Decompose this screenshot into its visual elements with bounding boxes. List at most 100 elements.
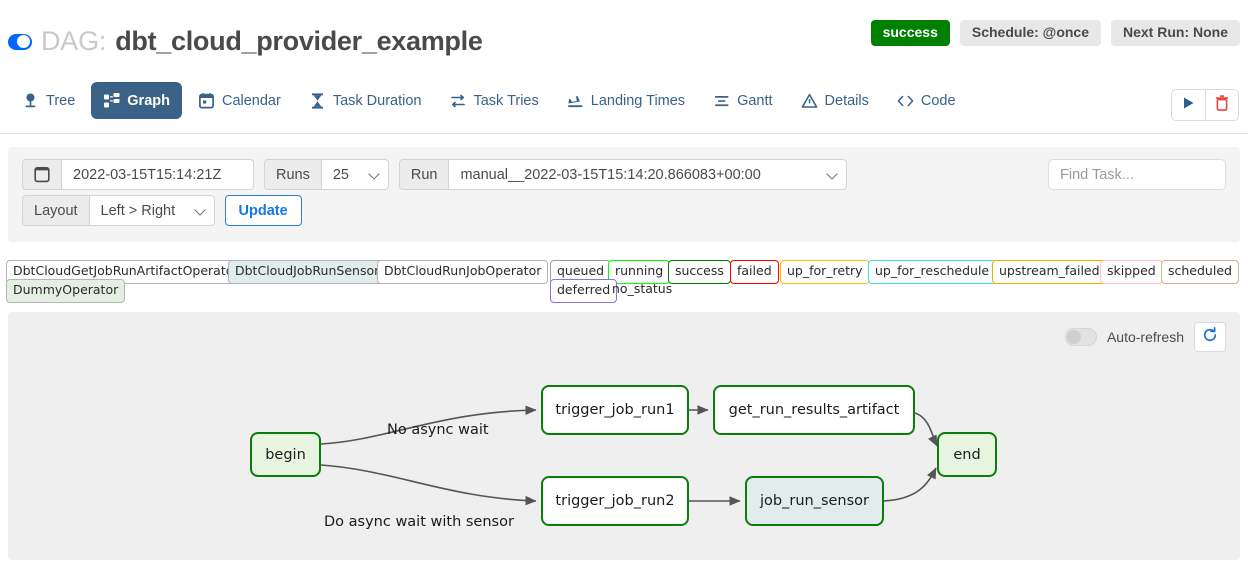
status-badge: success bbox=[870, 20, 950, 47]
runs-select[interactable]: 25 bbox=[321, 159, 389, 190]
gantt-icon bbox=[713, 92, 730, 109]
hourglass-icon bbox=[309, 92, 326, 109]
legend-status-pill: deferred bbox=[550, 279, 618, 303]
layout-value: Left > Right bbox=[100, 202, 176, 219]
dag-node-label: trigger_job_run2 bbox=[555, 493, 675, 509]
view-tabs-bar: Tree Graph Calendar Task Duration bbox=[0, 72, 1248, 134]
execution-date-input[interactable]: 2022-03-15T15:14:21Z bbox=[62, 159, 254, 190]
dag-edge-label: No async wait bbox=[387, 422, 489, 438]
dag-node-label: get_run_results_artifact bbox=[728, 402, 900, 418]
run-group: Run manual__2022-03-15T15:14:20.866083+0… bbox=[398, 159, 848, 190]
tab-graph[interactable]: Graph bbox=[91, 82, 182, 119]
tab-gantt[interactable]: Gantt bbox=[701, 82, 784, 119]
update-button[interactable]: Update bbox=[224, 195, 302, 226]
tab-label: Landing Times bbox=[590, 92, 686, 109]
run-label: Run bbox=[398, 159, 450, 190]
tab-calendar[interactable]: Calendar bbox=[186, 82, 293, 119]
dag-node-job-run-sensor[interactable]: job_run_sensor bbox=[745, 476, 884, 526]
chevron-down-icon bbox=[193, 203, 206, 216]
tab-tree[interactable]: Tree bbox=[10, 82, 87, 119]
tab-details[interactable]: Details bbox=[789, 82, 881, 119]
dag-edge-label: Do async wait with sensor bbox=[324, 514, 514, 530]
dag-paused-toggle[interactable] bbox=[8, 33, 32, 50]
header-badges: success Schedule: @once Next Run: None bbox=[870, 20, 1240, 47]
tab-label: Task Tries bbox=[473, 92, 539, 109]
runs-group: Runs 25 bbox=[264, 159, 389, 190]
dag-node-trigger-job-run1[interactable]: trigger_job_run1 bbox=[541, 385, 689, 435]
execution-date-group: 2022-03-15T15:14:21Z bbox=[22, 159, 254, 190]
trash-icon bbox=[1215, 94, 1229, 116]
find-task-input[interactable]: Find Task... bbox=[1048, 159, 1226, 190]
tab-landing-times[interactable]: Landing Times bbox=[555, 82, 697, 119]
auto-refresh-controls: Auto-refresh bbox=[1064, 322, 1226, 352]
tab-task-tries[interactable]: Task Tries bbox=[437, 82, 550, 119]
refresh-button[interactable] bbox=[1194, 322, 1226, 352]
tab-label: Calendar bbox=[221, 92, 281, 109]
calendar-icon[interactable] bbox=[22, 159, 62, 190]
legend-status-pill: failed bbox=[730, 260, 779, 284]
schedule-badge: Schedule: @once bbox=[959, 20, 1101, 47]
legend-operator-pill: DbtCloudJobRunSensor bbox=[228, 260, 387, 284]
legend-status-pill: upstream_failed bbox=[992, 260, 1107, 284]
dag-node-label: trigger_job_run1 bbox=[555, 402, 675, 418]
legend-status-pill: scheduled bbox=[1161, 260, 1239, 284]
calendar-icon bbox=[198, 92, 215, 109]
legend-status-pill: up_for_retry bbox=[780, 260, 870, 284]
legend-operator-pill: DbtCloudGetJobRunArtifactOperator bbox=[6, 260, 246, 284]
dag-node-trigger-job-run2[interactable]: trigger_job_run2 bbox=[541, 476, 689, 526]
trigger-dag-button[interactable] bbox=[1171, 89, 1205, 121]
filter-panel: 2022-03-15T15:14:21Z Runs 25 Run manual_… bbox=[8, 147, 1240, 242]
legend-bar: DbtCloudGetJobRunArtifactOperator DbtClo… bbox=[0, 256, 1248, 304]
legend-status-pill: up_for_reschedule bbox=[868, 260, 997, 284]
legend-operator-pill: DummyOperator bbox=[6, 279, 126, 303]
tab-task-duration[interactable]: Task Duration bbox=[297, 82, 434, 119]
tab-label: Graph bbox=[127, 92, 170, 109]
view-tabs: Tree Graph Calendar Task Duration bbox=[10, 82, 968, 119]
graph-icon bbox=[103, 92, 120, 109]
refresh-icon bbox=[1202, 326, 1218, 348]
runs-label: Runs bbox=[264, 159, 322, 190]
tree-icon bbox=[22, 92, 39, 109]
auto-refresh-label: Auto-refresh bbox=[1106, 329, 1184, 345]
tab-label: Gantt bbox=[737, 92, 773, 109]
tab-label: Tree bbox=[46, 92, 76, 109]
filter-row-primary: 2022-03-15T15:14:21Z Runs 25 Run manual_… bbox=[22, 159, 848, 190]
tab-code[interactable]: Code bbox=[885, 82, 968, 119]
layout-select[interactable]: Left > Right bbox=[89, 195, 215, 226]
filter-row-layout: Layout Left > Right Update bbox=[22, 195, 302, 226]
dag-node-get-run-results-artifact[interactable]: get_run_results_artifact bbox=[713, 385, 915, 435]
legend-status-pill: running bbox=[608, 260, 671, 284]
layout-label: Layout bbox=[22, 195, 90, 226]
dag-node-begin[interactable]: begin bbox=[250, 432, 321, 477]
run-value: manual__2022-03-15T15:14:20.866083+00:00 bbox=[460, 166, 761, 183]
dag-graph-canvas[interactable]: Auto-refresh bbox=[8, 312, 1240, 560]
runs-value: 25 bbox=[332, 166, 349, 183]
legend-no-status-label: no_status bbox=[612, 281, 673, 296]
legend-status-pill: success bbox=[668, 260, 731, 284]
page-header: DAG: dbt_cloud_provider_example success … bbox=[0, 0, 1248, 72]
tab-label: Code bbox=[920, 92, 956, 109]
dag-node-label: job_run_sensor bbox=[760, 493, 869, 509]
chevron-down-icon bbox=[368, 167, 380, 180]
legend-operator-pill: DbtCloudRunJobOperator bbox=[377, 260, 549, 284]
auto-refresh-toggle[interactable] bbox=[1064, 328, 1097, 346]
delete-dag-button[interactable] bbox=[1205, 89, 1239, 121]
chevron-down-icon bbox=[826, 167, 839, 180]
play-icon bbox=[1182, 96, 1195, 115]
dag-node-label: begin bbox=[265, 446, 306, 463]
dag-node-end[interactable]: end bbox=[937, 432, 997, 477]
tab-label: Details bbox=[824, 92, 869, 109]
warning-triangle-icon bbox=[801, 92, 818, 109]
run-select[interactable]: manual__2022-03-15T15:14:20.866083+00:00 bbox=[449, 159, 848, 190]
landing-icon bbox=[567, 92, 584, 109]
dag-name: dbt_cloud_provider_example bbox=[115, 26, 483, 56]
layout-group: Layout Left > Right bbox=[22, 195, 215, 226]
dag-action-buttons bbox=[1171, 89, 1239, 121]
dag-edges bbox=[320, 405, 938, 506]
dag-label: DAG: bbox=[41, 26, 107, 56]
code-brackets-icon bbox=[897, 92, 914, 109]
tab-label: Task Duration bbox=[332, 92, 422, 109]
page-title: DAG: dbt_cloud_provider_example bbox=[8, 26, 483, 57]
dag-node-label: end bbox=[953, 446, 981, 463]
